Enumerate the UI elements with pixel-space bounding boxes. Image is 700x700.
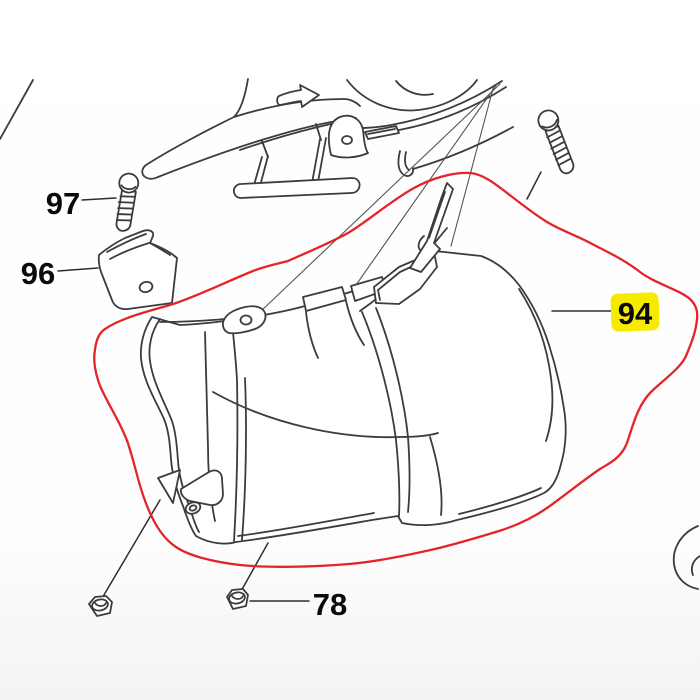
boss-hole-outer [184,501,202,515]
deck-rim-lower-edge [412,126,514,170]
screw-tr-head-detail [541,118,558,129]
alignment-line-3 [450,84,495,247]
selection-outline-94 [93,171,699,568]
chute-wall-lines [305,300,365,359]
part-label-96[interactable]: 96 [21,256,99,291]
waist-curve [212,391,439,439]
bottom-lip-lines [237,487,542,537]
label-94-highlight [610,292,660,332]
corner-flap [157,469,181,504]
nut-78 [226,542,269,610]
alignment-line-1 [259,83,501,313]
blade-housing-arc [346,79,478,112]
screw-97-head-detail [120,184,137,190]
blade-housing-inner-arc [395,80,434,96]
nut-b-face [228,591,246,605]
upper-deck-assembly [141,78,514,199]
dome-inner-rib [518,288,554,442]
dome-face-rib [429,436,443,516]
deck-rim-edge [233,98,361,118]
adjacent-part-edge [0,79,34,140]
hinge-blade-detail [417,191,446,251]
front-rib-right [361,307,411,517]
nut-b-thread [231,595,244,600]
screw-boss [179,469,224,507]
adjacent-wheel-fragment [672,525,700,590]
bracket-96-body [97,229,178,311]
mount-ear-hole [239,314,253,326]
label-97-leader-line [81,197,117,201]
deck-mount-legs [253,137,327,187]
assembly-alignment-lines [259,83,501,313]
boss-hole-inner [188,504,198,512]
deck-lower-strip [233,177,361,199]
screw-tr-threads [546,129,572,167]
deflector-part-94 [139,182,567,545]
direction-arrow-icon [276,84,320,108]
part-label-78[interactable]: 78 [249,587,347,622]
screw-top-right [526,109,575,200]
bracket-96-hole [138,281,154,293]
screw-97 [115,172,140,232]
nut-a-leader-line [100,499,161,601]
screw-tr-leader-line [526,171,542,200]
nut-unlabeled [88,499,161,617]
label-96-text[interactable]: 96 [21,256,55,291]
deck-outer-rim-curve [359,80,503,129]
deck-band-top [141,116,235,177]
mount-ear [222,305,267,335]
deck-slot-inner [367,128,396,135]
tab-hole [341,135,353,145]
deck-left-edge [233,78,249,118]
part-label-97[interactable]: 97 [46,186,117,221]
wheel-outer-arc [672,525,699,590]
label-78-text[interactable]: 78 [313,587,347,622]
deck-band-bottom [143,117,357,180]
bracket-96 [97,229,178,311]
label-97-text[interactable]: 97 [46,186,80,221]
nut-a-face [91,598,109,612]
nut-a-thread [94,602,107,607]
screw-97-threads [115,195,136,222]
nut-b-leader-line [239,542,269,594]
screw-97-head [118,172,140,194]
bracket-96-bends [106,233,171,260]
label-94-text[interactable]: 94 [618,296,653,331]
label-96-leader-line [57,267,99,272]
part-label-94[interactable]: 94 [551,292,660,332]
mount-tab-1 [302,286,347,312]
hinge-blade [409,182,454,273]
deck-catch-hook [397,150,415,177]
alignment-line-2 [348,83,498,296]
wheel-inner-arc [690,555,700,576]
